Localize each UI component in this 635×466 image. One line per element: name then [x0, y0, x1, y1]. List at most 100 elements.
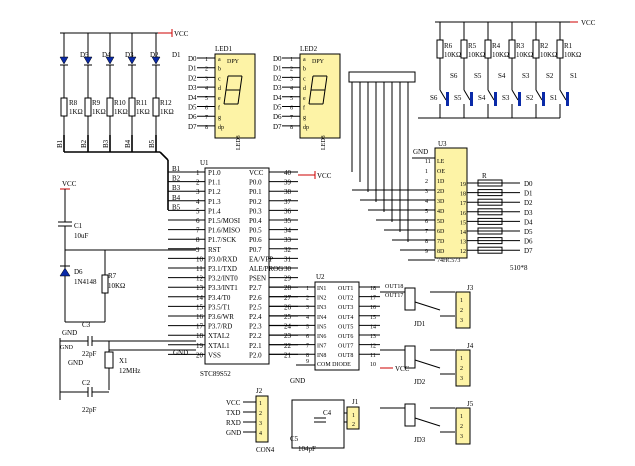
switch-res-name: R2: [540, 42, 549, 50]
u1-left-pin: RST: [208, 246, 222, 254]
led2-pin-D1: D1: [273, 65, 282, 73]
c1-name: C1: [74, 222, 83, 230]
u2-out-label: OUT1: [338, 286, 353, 292]
led2-seg-label: e: [303, 96, 306, 102]
u3-in-label: LE: [437, 159, 445, 165]
relay-pin: 3: [460, 318, 463, 324]
u1-left-pin: XTAL2: [208, 332, 230, 340]
u3-in-num: 5: [425, 209, 428, 215]
u1-right-pin: P2.7: [249, 284, 262, 292]
switch-resistor: [436, 39, 444, 59]
u1-left-num: 10: [196, 255, 204, 263]
u1-left-pin: P3.0/RXD: [208, 255, 237, 263]
switch-res-val: 10KΩ: [564, 51, 581, 59]
u1-bus-in: B2: [172, 175, 181, 183]
u2-in-num: 5: [306, 324, 309, 330]
u1-right-num: 24: [284, 323, 292, 331]
u1-left-num: 4: [196, 198, 200, 206]
x1-name: X1: [119, 357, 128, 365]
j1-pin1: 1: [352, 413, 355, 419]
relay-name: JD2: [414, 378, 426, 386]
u3-in-label: 1D: [437, 179, 445, 185]
u1-left-num: 3: [196, 188, 200, 196]
u1-left-pin: P3.6/WR: [208, 313, 234, 321]
relay-terminal-block: [455, 407, 471, 445]
u1-right-pin: P0.1: [249, 188, 262, 196]
switch-button[interactable]: [494, 92, 497, 106]
u2-out-num: 13: [370, 334, 376, 340]
u1-left-num: 19: [196, 342, 204, 350]
switch-button[interactable]: [542, 92, 545, 106]
j2-pin-num: 3: [259, 421, 262, 427]
u3-in-label: 4D: [437, 209, 445, 215]
u1-right-pin: VCC: [249, 169, 264, 177]
u2-out-label: OUT8: [338, 353, 353, 359]
u3-part: 74HC573: [437, 258, 460, 264]
res-val-r10: 1KΩ: [114, 108, 128, 116]
switch-name-top: S2: [546, 72, 554, 80]
relay-contact: [414, 301, 441, 311]
u3-out-num: 15: [460, 220, 466, 226]
led2-pin-num: 8: [290, 125, 293, 131]
u2-in-num: 8: [306, 353, 309, 359]
u1-left-num: 18: [196, 332, 204, 340]
c1-val: 10uF: [74, 232, 89, 240]
u1-right-num: 25: [284, 313, 292, 321]
u3-in-label: 6D: [437, 229, 445, 235]
u3-in-num: 11: [425, 159, 431, 165]
led2-pin-D0: D0: [273, 55, 282, 63]
led2-pin-num: 4: [290, 86, 293, 92]
u1-right-pin: P0.3: [249, 207, 262, 215]
led1-seg-label: a: [218, 57, 221, 63]
u1-right-num: 28: [284, 284, 292, 292]
u2-out-label: OUT2: [338, 296, 353, 302]
bus-label-b3: B3: [102, 139, 110, 148]
u3-out-label: D7: [524, 247, 533, 255]
u1-right-pin: P0.4: [249, 217, 262, 225]
switch-button[interactable]: [518, 92, 521, 106]
bus-label-b5: B5: [148, 139, 156, 148]
u1-left-num: 6: [196, 217, 200, 225]
u2-in-num: 3: [306, 305, 309, 311]
j2-part: CON4: [256, 446, 275, 454]
u1-right-pin: P2.1: [249, 342, 262, 350]
u1-left-num: 12: [196, 275, 204, 283]
switch-button[interactable]: [470, 92, 473, 106]
led1-title: DPY: [227, 59, 240, 65]
u1-part: STC89S52: [200, 370, 231, 378]
j1-name: J1: [352, 398, 359, 406]
u1-right-num: 23: [284, 332, 292, 340]
led2-pin-num: 6: [290, 106, 293, 112]
led2-seg-label: b: [303, 67, 306, 73]
u3-out-resistor: [477, 198, 503, 206]
led1-seg-label: e: [218, 96, 221, 102]
u2-out-label: OUT4: [338, 315, 353, 321]
power-caps: C4 C5 104pF J1 1 2: [290, 398, 360, 453]
u1-right-num: 21: [284, 351, 292, 359]
led-label-d5: D5: [80, 51, 89, 59]
u1-right-num: 32: [284, 246, 292, 254]
u1-left-pin: XTAL1: [208, 342, 230, 350]
u1-right-num: 36: [284, 207, 292, 215]
relay-pin: 3: [460, 376, 463, 382]
u1-right-pin: EA/VPP: [249, 255, 273, 263]
u1-left-pin: P1.0: [208, 169, 221, 177]
switch-button[interactable]: [446, 92, 449, 106]
j2-pin-num: 1: [259, 401, 262, 407]
j2-pin-label: TXD: [226, 409, 240, 417]
led1-pin-D4: D4: [188, 94, 197, 102]
p0-bus-connector: [348, 71, 416, 83]
u3-out-num: 18: [460, 192, 466, 198]
u1-left-pin: P1.3: [208, 198, 221, 206]
switch-res-val: 10KΩ: [492, 51, 509, 59]
u3-in-label: 3D: [437, 199, 445, 205]
switch-button[interactable]: [566, 92, 569, 106]
u1-left-num: 17: [196, 323, 204, 331]
res-val-r12: 1KΩ: [160, 108, 174, 116]
j2-pin-label: VCC: [226, 399, 241, 407]
u1-bus-in: B1: [172, 165, 181, 173]
vcc-label-u1: VCC: [317, 172, 332, 180]
